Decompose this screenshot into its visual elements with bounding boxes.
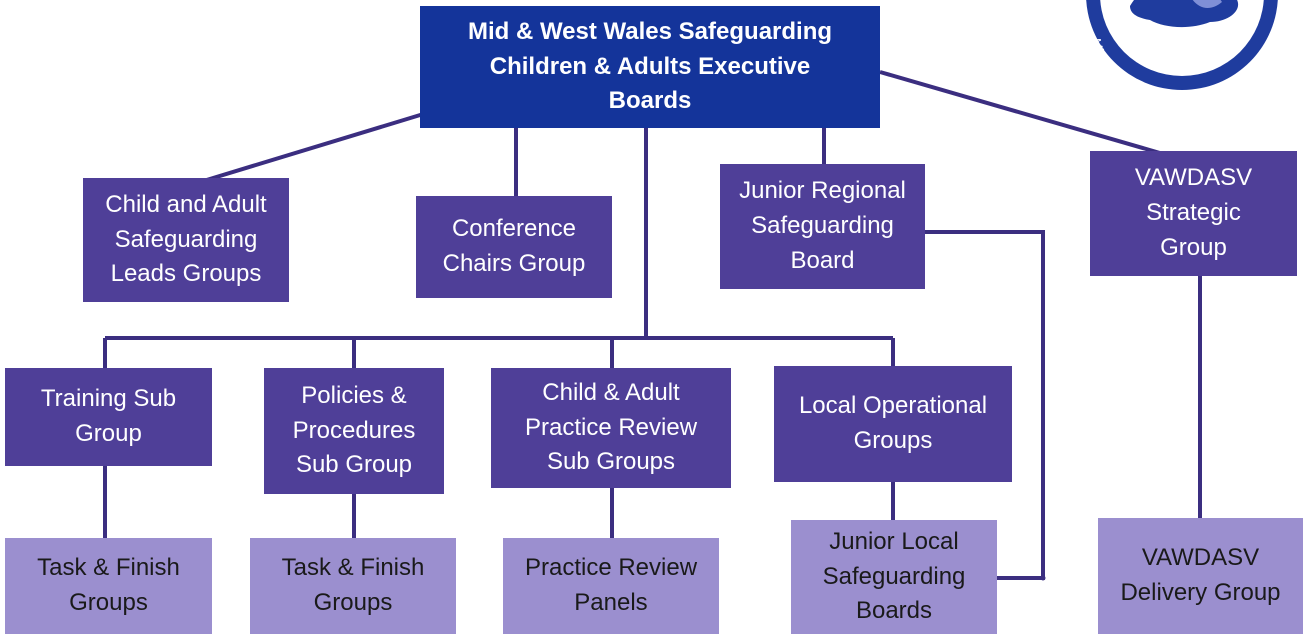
policies-procedures-box: Policies & Procedures Sub Group xyxy=(264,368,444,494)
connector-exec-leads xyxy=(199,110,431,184)
practice-review-sub-groups-box: Child & Adult Practice Review Sub Groups xyxy=(491,368,731,488)
junior-regional-board-box: Junior Regional Safeguarding Board xyxy=(720,164,925,289)
practice-review-panels-box: Practice Review Panels xyxy=(503,538,719,634)
task-finish-groups-2-label: Task & Finish Groups xyxy=(281,554,425,616)
logo-seal: Mid and West Wales Safeguarding Board xyxy=(1086,0,1278,90)
map-region-icon xyxy=(1192,0,1222,8)
policies-procedures-label: Policies & Procedures Sub Group xyxy=(292,381,416,479)
vawdasv-delivery-label: VAWDASV Delivery Group xyxy=(1120,544,1281,606)
junior-local-boards-label: Junior Local Safeguarding Boards xyxy=(822,527,966,625)
junior-regional-board-label: Junior Regional Safeguarding Board xyxy=(739,177,906,274)
conference-chairs-box: Conference Chairs Group xyxy=(416,196,612,298)
connector-regional-local xyxy=(925,230,1045,580)
task-finish-groups-1-box: Task & Finish Groups xyxy=(5,538,212,634)
practice-review-panels-label: Practice Review Panels xyxy=(524,554,698,616)
conference-chairs-label: Conference Chairs Group xyxy=(442,215,586,277)
vawdasv-delivery-box: VAWDASV Delivery Group xyxy=(1098,518,1303,634)
connector-junction-dot xyxy=(1040,575,1046,581)
executive-board-box: Mid & West Wales Safeguarding Children &… xyxy=(420,6,880,128)
executive-board-label: Mid & West Wales Safeguarding Children &… xyxy=(467,17,833,115)
vawdasv-strategic-label: VAWDASV Strategic Group xyxy=(1134,164,1253,261)
junior-local-boards-box: Junior Local Safeguarding Boards xyxy=(791,520,997,634)
training-sub-group-label: Training Sub Group xyxy=(40,385,177,447)
vawdasv-strategic-box: VAWDASV Strategic Group xyxy=(1090,151,1297,276)
task-finish-groups-2-box: Task & Finish Groups xyxy=(250,538,456,634)
local-operational-groups-label: Local Operational Groups xyxy=(798,392,988,454)
practice-review-sub-groups-label: Child & Adult Practice Review Sub Groups xyxy=(524,378,698,476)
training-sub-group-box: Training Sub Group xyxy=(5,368,212,466)
task-finish-groups-1-label: Task & Finish Groups xyxy=(37,554,180,616)
safeguarding-leads-label: Child and Adult Safeguarding Leads Group… xyxy=(105,190,267,288)
safeguarding-leads-box: Child and Adult Safeguarding Leads Group… xyxy=(83,178,289,302)
connector-exec-vawdasv xyxy=(879,70,1161,155)
local-operational-groups-box: Local Operational Groups xyxy=(774,366,1012,482)
